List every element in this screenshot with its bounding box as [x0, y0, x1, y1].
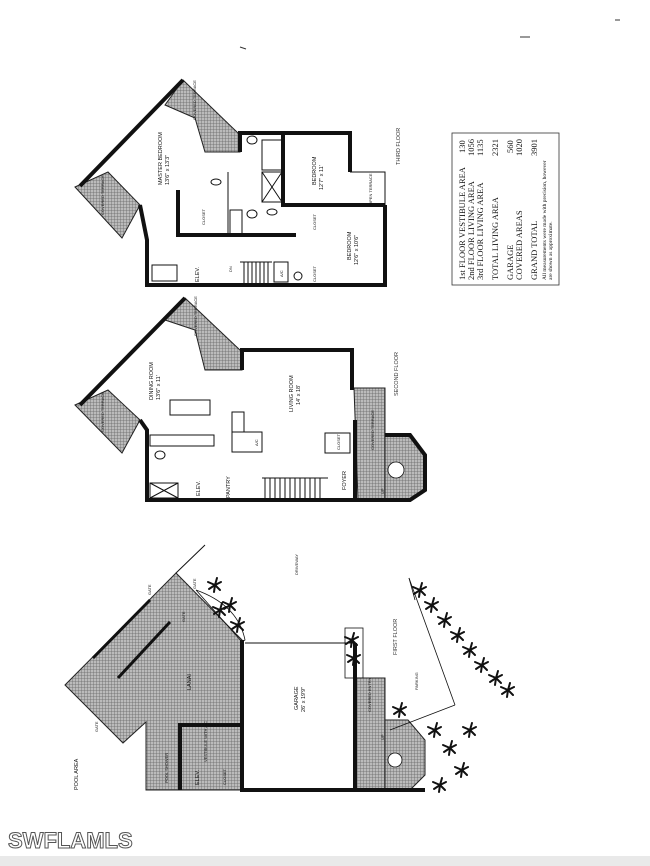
- third-floor-plan: MASTER BEDROOM 13'6" x 13'3" BEDROOM 12'…: [74, 78, 402, 287]
- garage-label: GARAGE: [294, 686, 300, 710]
- gate-label: GATE: [94, 721, 99, 732]
- lanai-label: LANAI: [187, 674, 193, 690]
- first-floor-wall: [240, 640, 425, 792]
- toilet-icon: [154, 450, 166, 460]
- covered-terrace-label: COVERED TERRACE: [370, 410, 375, 450]
- closet-label: CLOSET: [201, 208, 206, 225]
- pool-shower-label: POOL SHOWER: [164, 753, 169, 783]
- area-row-label: GARAGE: [505, 245, 515, 280]
- first-floor-plan: LANAI GARAGE 26' x 19'9" COVERED ENTRY V…: [64, 544, 515, 793]
- closet: [324, 432, 351, 454]
- bedroom-dims: 12'6" x 10'6": [354, 235, 360, 265]
- sink-icon: [266, 208, 278, 216]
- driveway-label: DRIVEWAY: [294, 554, 299, 575]
- area-note: All measurements were made with precisio…: [542, 160, 548, 280]
- area-table: 1st FLOOR VESTIBULE AREA 130 2nd FLOOR L…: [451, 132, 560, 286]
- watermark: SWFLAMLS: [8, 828, 134, 854]
- elev-label: ELEV.: [195, 769, 201, 785]
- foyer-label: FOYER: [342, 471, 348, 490]
- second-floor-wall: [78, 296, 187, 407]
- gate-label: GATE: [192, 578, 197, 589]
- dining-room-dims: 13'6" x 11': [156, 375, 162, 400]
- area-row-value: 1020: [514, 139, 524, 156]
- area-row-label: COVERED AREAS: [514, 210, 524, 280]
- bedroom-label: BEDROOM: [347, 231, 353, 260]
- second-floor-wall: [240, 348, 354, 390]
- area-row-value: 2321: [490, 139, 500, 156]
- first-floor-label: FIRST FLOOR: [393, 619, 399, 655]
- dining-room-label: DINING ROOM: [149, 362, 155, 400]
- second-floor-label: SECOND FLOOR: [394, 352, 400, 396]
- covered-terrace-top: [164, 79, 241, 153]
- covered-terrace-label: COVERED TERRACE: [100, 392, 105, 432]
- bathtub: [261, 139, 283, 171]
- vestibule-label: VESTIBULE WITH A/C: [203, 721, 208, 762]
- up-label: UP: [380, 734, 385, 740]
- area-row-label: 1st FLOOR VESTIBULE AREA: [457, 166, 467, 280]
- ac-closet: [231, 431, 263, 453]
- scan-marks: [239, 19, 620, 50]
- up-label: UP: [380, 488, 385, 494]
- area-row-value: 1056: [466, 139, 476, 156]
- third-floor-wall: [176, 190, 296, 237]
- elev-label: ELEV.: [195, 266, 201, 282]
- gate-label: GATE: [147, 584, 152, 595]
- area-row-label: 2nd FLOOR LIVING AREA: [466, 180, 476, 280]
- garage-dims: 26' x 19'9": [301, 687, 307, 712]
- third-floor-label: THIRD FLOOR: [396, 128, 402, 165]
- second-floor-wall: [138, 418, 427, 502]
- ac-unit: [273, 261, 289, 283]
- elev-label: ELEV.: [196, 480, 202, 496]
- toilet-icon: [246, 135, 258, 145]
- cabinet: [231, 411, 245, 433]
- area-row-label: 3rd FLOOR LIVING AREA: [475, 182, 485, 280]
- closet-label: CLOSET: [312, 213, 317, 230]
- shower: [149, 482, 179, 499]
- closet-label: CLOSET: [336, 433, 341, 450]
- bedroom-dims: 12'7" x 11': [319, 165, 325, 190]
- first-floor-wall: [178, 723, 242, 790]
- parking-label: PARKING: [414, 672, 419, 690]
- living-room-label: LIVING ROOM: [289, 375, 295, 412]
- covered-terrace-label: COVERED TERRACE: [100, 175, 105, 215]
- lanai: [64, 572, 243, 791]
- area-row-value: 130: [457, 140, 467, 153]
- toilet-icon: [246, 209, 258, 219]
- ac-label: A/C: [254, 439, 259, 446]
- kitchen-island: [169, 399, 211, 416]
- shower: [261, 171, 283, 203]
- area-row-value: 560: [505, 140, 515, 153]
- master-bedroom-label: MASTER BEDROOM: [158, 132, 164, 185]
- third-floor-wall: [78, 78, 185, 188]
- open-terrace-label: OPEN TERRACE: [368, 173, 373, 205]
- closet-label: CLOSET: [222, 768, 227, 785]
- pool-area-label: POOL AREA: [74, 758, 80, 790]
- laundry: [151, 264, 178, 282]
- area-note: are shown as approximate.: [548, 221, 554, 280]
- area-row-value: 1135: [475, 139, 485, 156]
- area-row-label: GRAND TOTAL: [529, 221, 539, 280]
- footer-bar: [0, 856, 650, 866]
- dn-label: DN: [228, 266, 233, 272]
- third-floor-wall: [238, 131, 352, 172]
- covered-terrace-label: COVERED TERRACE: [193, 296, 198, 336]
- sink-icon: [210, 178, 222, 186]
- covered-entry: [354, 677, 386, 791]
- area-row-label: TOTAL LIVING AREA: [490, 196, 500, 280]
- pantry-label: PANTRY: [226, 476, 232, 498]
- covered-terrace-label: COVERED TERRACE: [192, 80, 197, 120]
- area-row-value: 3901: [529, 139, 539, 156]
- kitchen-counter: [149, 434, 215, 447]
- bathtub: [229, 209, 243, 235]
- covered-entry-label: COVERED ENTRY: [367, 677, 372, 712]
- third-floor-wall: [281, 133, 385, 207]
- bedroom-label: BEDROOM: [312, 156, 318, 185]
- living-room-dims: 14' x 18': [296, 385, 302, 405]
- closet-label: CLOSET: [312, 265, 317, 282]
- second-floor-plan: DINING ROOM 13'6" x 11' LIVING ROOM 14' …: [74, 296, 427, 502]
- gate-label: GATE: [181, 611, 186, 622]
- master-bedroom-dims: 13'6" x 13'3": [165, 155, 171, 185]
- ac-label: A/C: [279, 270, 284, 277]
